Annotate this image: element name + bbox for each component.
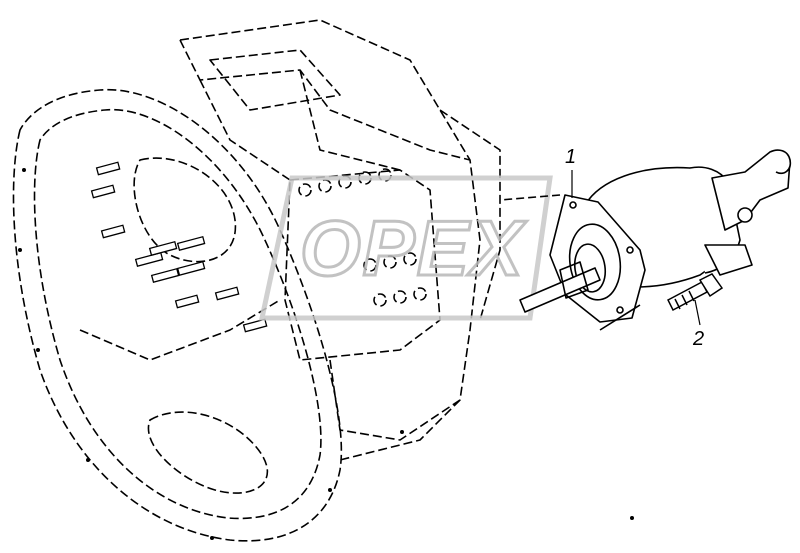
servo-port (737, 207, 753, 223)
callout-1: 1 (565, 146, 576, 198)
bell-housing-opening-2 (147, 411, 269, 494)
gearbox-rib-1 (199, 79, 291, 181)
gearbox-cover-plate (209, 49, 341, 111)
stud (148, 240, 178, 257)
servo-mount-line (499, 194, 561, 201)
bolt-shank (667, 280, 708, 312)
callout-2: 2 (692, 299, 704, 350)
stud (176, 260, 206, 277)
stud (176, 235, 206, 252)
bell-housing-opening-1 (133, 157, 237, 263)
servo-rod-boot (559, 261, 589, 299)
stud (150, 267, 180, 284)
clutch-servo-assembly (499, 149, 792, 331)
panel-bolt-holes (298, 168, 427, 307)
housing-studs (90, 161, 268, 333)
gearbox-side-panel (284, 169, 441, 361)
servo-valve-housing (711, 151, 791, 231)
mounting-bolt (667, 273, 724, 312)
gearbox-rib-2 (299, 69, 401, 171)
callout-label-1: 1 (565, 146, 576, 168)
watermark-text: OPEX (300, 204, 527, 292)
plate-bolt (626, 246, 634, 254)
bell-housing-flange-inner (33, 108, 322, 520)
stud (242, 318, 268, 333)
bell-housing-web (79, 299, 281, 361)
bell-housing-flange-outer (12, 88, 343, 542)
servo-lower-fitting (704, 244, 753, 276)
gearbox-body-outline (179, 19, 481, 461)
servo-push-rod (519, 267, 601, 313)
plate-bolt (616, 306, 624, 314)
leader-line-2 (694, 299, 701, 326)
servo-valve-nozzle (769, 149, 792, 175)
callout-label-2: 2 (692, 328, 704, 350)
bolt-head (698, 273, 724, 298)
watermark: OPEX (258, 175, 553, 321)
plate-bolt (569, 201, 577, 209)
stud (95, 161, 121, 176)
watermark-frame (258, 175, 553, 321)
gearbox-lower-body (329, 359, 461, 441)
stud (90, 184, 116, 199)
flange-bolt-dots (18, 168, 634, 540)
stud (100, 224, 126, 239)
stud (134, 251, 164, 268)
stud (214, 286, 240, 301)
stud (174, 294, 200, 309)
bolt-thread (674, 290, 695, 310)
transmission-housing (12, 19, 501, 542)
servo-mount-line (599, 304, 641, 331)
